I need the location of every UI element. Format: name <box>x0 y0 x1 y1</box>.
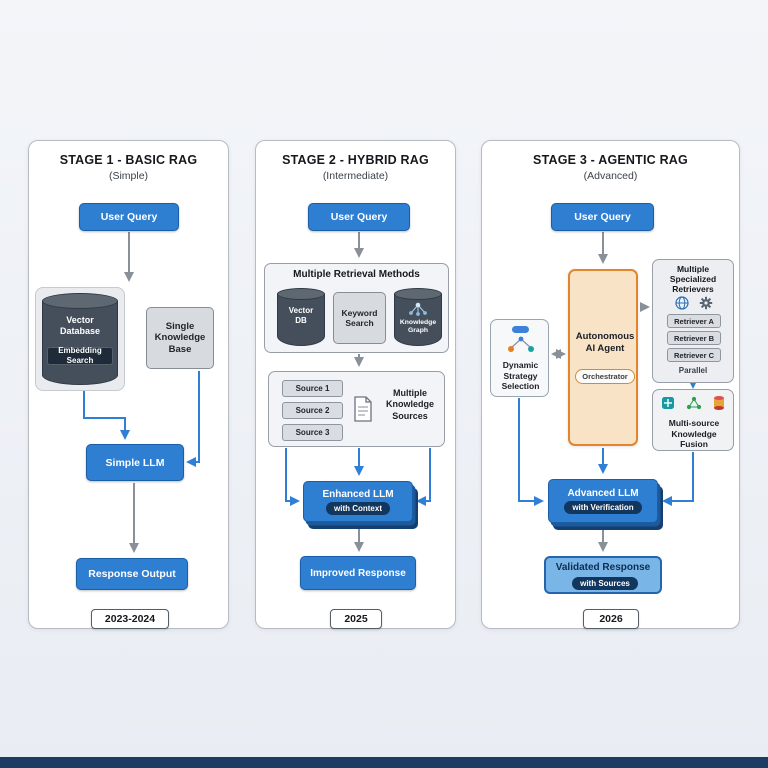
stage1-panel: STAGE 1 - BASIC RAG (Simple) User Query <box>28 140 229 629</box>
knowledge-fusion-label: Multi-source Knowledge Fusion <box>668 418 720 450</box>
embedding-search-label: Embedding Search <box>47 346 113 365</box>
user-query-node: User Query <box>79 203 179 231</box>
arrow-kb-to-llm <box>186 371 200 467</box>
knowledge-graph-label: Knowledge Graph <box>399 319 437 335</box>
response-output-node: Response Output <box>76 558 188 590</box>
user-query-label: User Query <box>100 211 158 223</box>
retriever-c-label: Retriever C <box>673 350 715 360</box>
knowledge-graph-icon <box>407 301 429 323</box>
arrow-sources-right-to-llm <box>416 448 431 506</box>
retriever-item: Retriever B <box>667 331 721 345</box>
stage1-year-label: 2023-2024 <box>104 613 156 625</box>
retriever-b-label: Retriever B <box>673 333 715 343</box>
dynamic-strategy-label: Dynamic Strategy Selection <box>501 360 540 392</box>
vector-db-cylinder: Vector DB <box>277 288 325 346</box>
advanced-llm-node: Advanced LLM with Verification <box>548 479 658 523</box>
globe-icon <box>675 296 689 315</box>
retriever-a-label: Retriever A <box>674 316 714 326</box>
knowledge-fusion-container: Multi-source Knowledge Fusion <box>652 389 734 451</box>
stage2-year-badge: 2025 <box>330 609 382 629</box>
response-output-label: Response Output <box>88 568 176 580</box>
fusion-database-icon <box>712 395 726 416</box>
cylinder-body <box>277 294 325 346</box>
cylinder-body <box>42 301 118 385</box>
stage3-year-label: 2026 <box>599 613 623 625</box>
source-1-label: Source 1 <box>295 384 330 393</box>
source-item: Source 3 <box>282 424 343 441</box>
gear-icon <box>699 296 713 315</box>
cylinder-body <box>394 294 442 346</box>
autonomous-agent-label: Autonomous AI Agent <box>575 331 635 354</box>
arrow-sources-left-to-llm <box>285 448 300 506</box>
stage2-title: STAGE 2 - HYBRID RAG <box>282 153 429 167</box>
single-knowledge-base-label: Single Knowledge Base <box>154 320 206 355</box>
strategy-branch-icon <box>504 335 538 360</box>
with-context-badge: with Context <box>326 501 390 515</box>
source-item: Source 1 <box>282 380 343 397</box>
cylinder-top <box>277 288 325 300</box>
knowledge-graph-cylinder: Knowledge Graph <box>394 288 442 346</box>
retrieval-methods-container: Multiple Retrieval Methods Vector DB Key… <box>264 263 449 353</box>
arrow-db-to-llm <box>83 387 130 440</box>
document-icon <box>353 396 373 427</box>
fusion-network-icon <box>686 396 702 415</box>
stage1-title: STAGE 1 - BASIC RAG <box>59 153 198 167</box>
validated-response-label: Validated Response <box>555 562 651 573</box>
user-query-node: User Query <box>551 203 654 231</box>
enhanced-llm-node: Enhanced LLM with Context <box>303 481 413 522</box>
retriever-item: Retriever C <box>667 348 721 362</box>
source-2-label: Source 2 <box>295 406 330 415</box>
keyword-search-node: Keyword Search <box>333 292 386 344</box>
stage2-subtitle: (Intermediate) <box>322 170 389 182</box>
retrieval-methods-title: Multiple Retrieval Methods <box>293 269 420 280</box>
stage1-subtitle: (Simple) <box>108 170 149 182</box>
improved-response-node: Improved Response <box>300 556 416 590</box>
cylinder-top <box>394 288 442 300</box>
strategy-selector-icon <box>512 326 529 333</box>
enhanced-llm-label: Enhanced LLM <box>322 488 394 500</box>
dynamic-strategy-container: Dynamic Strategy Selection <box>490 319 549 397</box>
source-item: Source 2 <box>282 402 343 419</box>
specialized-retrievers-container: Multiple Specialized Retrievers <box>652 259 734 383</box>
fusion-merge-icon <box>661 396 675 415</box>
user-query-label: User Query <box>330 211 388 223</box>
keyword-search-label: Keyword Search <box>341 307 378 328</box>
vector-database-cylinder: Vector Database Embedding Search <box>42 293 118 385</box>
with-verification-badge: with Verification <box>564 501 642 514</box>
user-query-label: User Query <box>574 211 631 223</box>
with-sources-badge: with Sources <box>572 577 638 590</box>
vector-db-label: Vector DB <box>288 306 314 325</box>
simple-llm-label: Simple LLM <box>105 456 165 469</box>
retriever-item: Retriever A <box>667 314 721 328</box>
user-query-node: User Query <box>308 203 410 231</box>
stage2-panel: STAGE 2 - HYBRID RAG (Intermediate) User… <box>255 140 456 629</box>
validated-response-node: Validated Response with Sources <box>544 556 662 594</box>
source-3-label: Source 3 <box>295 428 330 437</box>
vector-database-label: Vector Database <box>59 315 101 337</box>
orchestrator-badge: Orchestrator <box>575 369 635 384</box>
footer-bar <box>0 757 768 768</box>
advanced-llm-label: Advanced LLM <box>567 488 639 499</box>
stage1-year-badge: 2023-2024 <box>91 609 169 629</box>
improved-response-label: Improved Response <box>310 567 406 579</box>
simple-llm-node: Simple LLM <box>86 444 184 481</box>
parallel-label: Parallel <box>678 366 708 375</box>
knowledge-sources-container: Source 1 Source 2 Source 3 Multiple Know… <box>268 371 445 447</box>
knowledge-sources-label: Multiple Knowledge Sources <box>385 388 434 421</box>
specialized-retrievers-title: Multiple Specialized Retrievers <box>669 264 717 295</box>
stage3-panel: STAGE 3 - AGENTIC RAG (Advanced) User <box>481 140 740 629</box>
stage3-title: STAGE 3 - AGENTIC RAG <box>533 153 688 167</box>
stage3-subtitle: (Advanced) <box>583 170 638 182</box>
cylinder-top <box>42 293 118 309</box>
arrow-strategy-to-llm <box>518 398 544 506</box>
autonomous-agent-node: Autonomous AI Agent Orchestrator <box>568 269 638 446</box>
arrow-fusion-to-llm <box>662 452 694 506</box>
stage2-year-label: 2025 <box>344 613 368 625</box>
stage3-year-badge: 2026 <box>583 609 639 629</box>
single-knowledge-base-node: Single Knowledge Base <box>146 307 214 369</box>
